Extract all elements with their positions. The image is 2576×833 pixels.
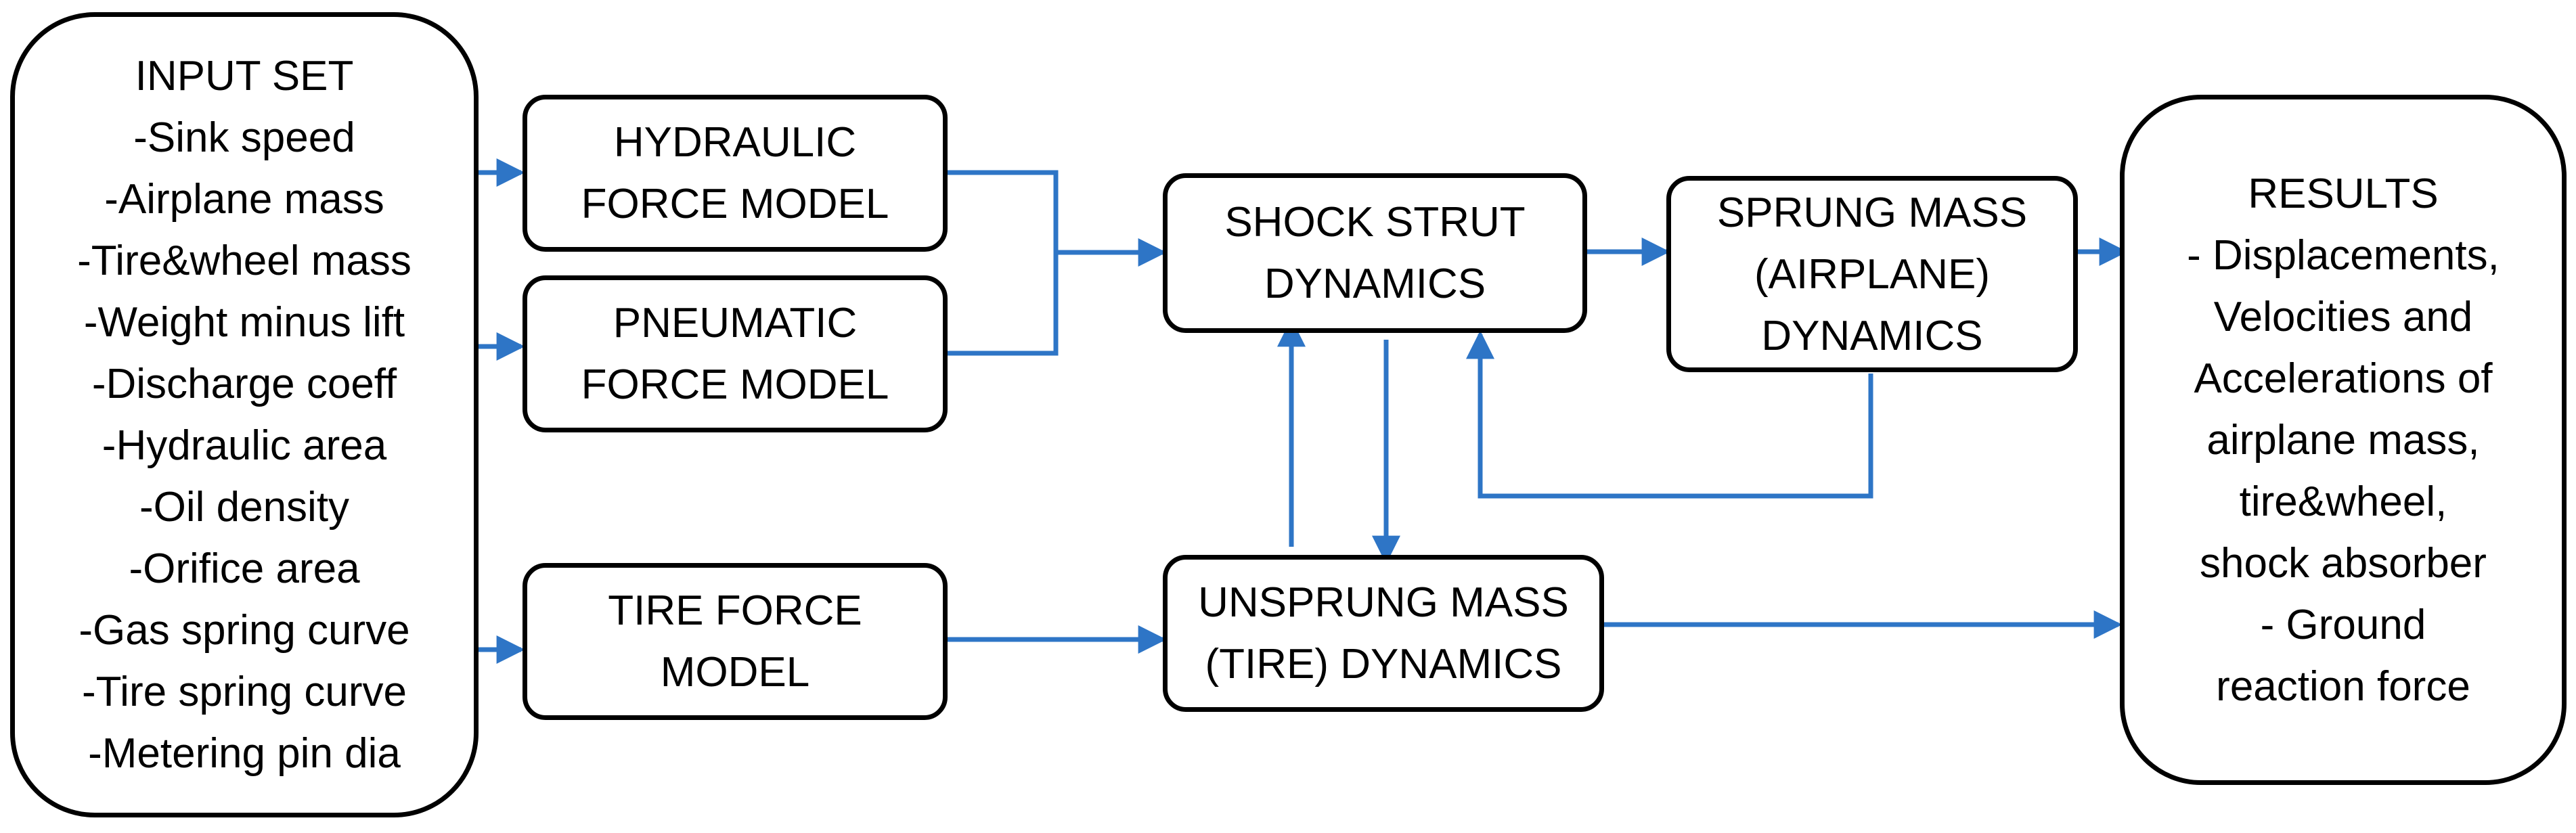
results-reaction-force: reaction force [2216,662,2470,710]
unsprung-line-1: UNSPRUNG MASS [1198,579,1569,626]
pneumatic-line-1: PNEUMATIC [613,300,858,346]
input-sink-speed: -Sink speed [133,114,355,161]
results-accelerations: Accelerations of [2194,355,2493,402]
tire-force-line-2: MODEL [660,649,810,696]
results-ground: - Ground [2260,601,2426,648]
unsprung-mass-dynamics-box: UNSPRUNG MASS (TIRE) DYNAMICS [1163,555,1604,712]
results-airplane-mass: airplane mass, [2206,416,2480,464]
input-set-box: INPUT SET -Sink speed -Airplane mass -Ti… [10,12,479,817]
unsprung-line-2: (TIRE) DYNAMICS [1205,641,1562,688]
results-displacements: - Displacements, [2187,231,2500,279]
connector-hydraulic-out [946,170,1059,356]
shock-strut-line-2: DYNAMICS [1264,261,1486,307]
arrow-sprung-to-shock-strut [1466,330,1873,499]
tire-force-line-1: TIRE FORCE [608,587,862,634]
input-discharge-coeff: -Discharge coeff [91,361,397,407]
sprung-line-3: DYNAMICS [1761,312,1983,359]
sprung-line-1: SPRUNG MASS [1716,189,2028,236]
results-tire-wheel: tire&wheel, [2239,478,2447,525]
shock-strut-line-1: SHOCK STRUT [1224,199,1526,246]
results-box: RESULTS - Displacements, Velocities and … [2120,95,2567,785]
hydraulic-line-2: FORCE MODEL [581,181,889,227]
hydraulic-force-model-box: HYDRAULIC FORCE MODEL [523,95,948,252]
input-hydraulic-area: -Hydraulic area [102,422,387,469]
shock-strut-dynamics-box: SHOCK STRUT DYNAMICS [1163,173,1587,333]
input-tire-spring-curve: -Tire spring curve [81,669,407,715]
input-orifice-area: -Orifice area [129,545,360,592]
results-shock-absorber: shock absorber [2200,539,2487,587]
input-tire-wheel-mass: -Tire&wheel mass [77,238,412,284]
input-oil-density: -Oil density [139,484,350,531]
input-set-title: INPUT SET [135,53,354,99]
tire-force-model-box: TIRE FORCE MODEL [523,563,948,720]
sprung-mass-dynamics-box: SPRUNG MASS (AIRPLANE) DYNAMICS [1666,176,2078,372]
input-weight-minus-lift: -Weight minus lift [83,299,405,346]
input-gas-spring-curve: -Gas spring curve [79,607,410,654]
sprung-line-2: (AIRPLANE) [1754,250,1990,298]
pneumatic-line-2: FORCE MODEL [581,361,889,408]
hydraulic-line-1: HYDRAULIC [613,119,857,166]
results-velocities: Velocities and [2213,293,2473,340]
pneumatic-force-model-box: PNEUMATIC FORCE MODEL [523,275,948,432]
input-airplane-mass: -Airplane mass [104,176,384,223]
results-title: RESULTS [2248,170,2439,217]
input-metering-pin-dia: -Metering pin dia [88,730,401,777]
